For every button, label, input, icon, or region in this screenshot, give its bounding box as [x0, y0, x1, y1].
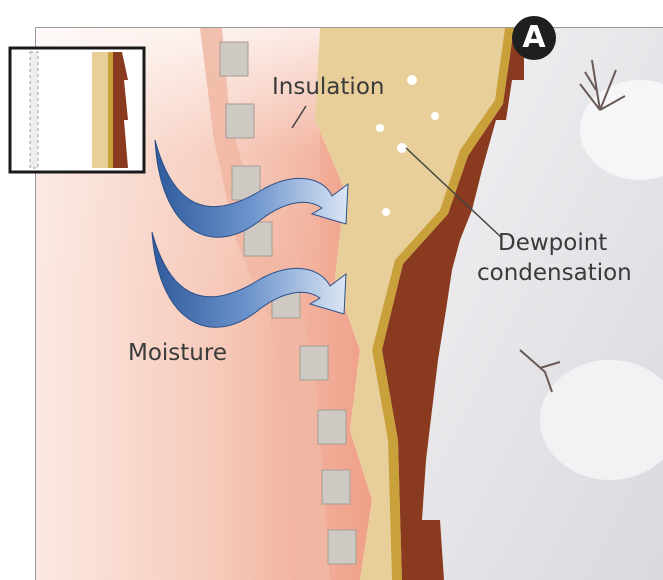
wall-section-inset: [10, 48, 144, 172]
condensation-label: condensation: [477, 258, 632, 288]
figure-badge: A: [512, 16, 556, 60]
moisture-label: Moisture: [128, 340, 227, 366]
insulation-label: Insulation: [272, 74, 384, 100]
dewpoint-label: Dewpoint: [498, 228, 607, 258]
